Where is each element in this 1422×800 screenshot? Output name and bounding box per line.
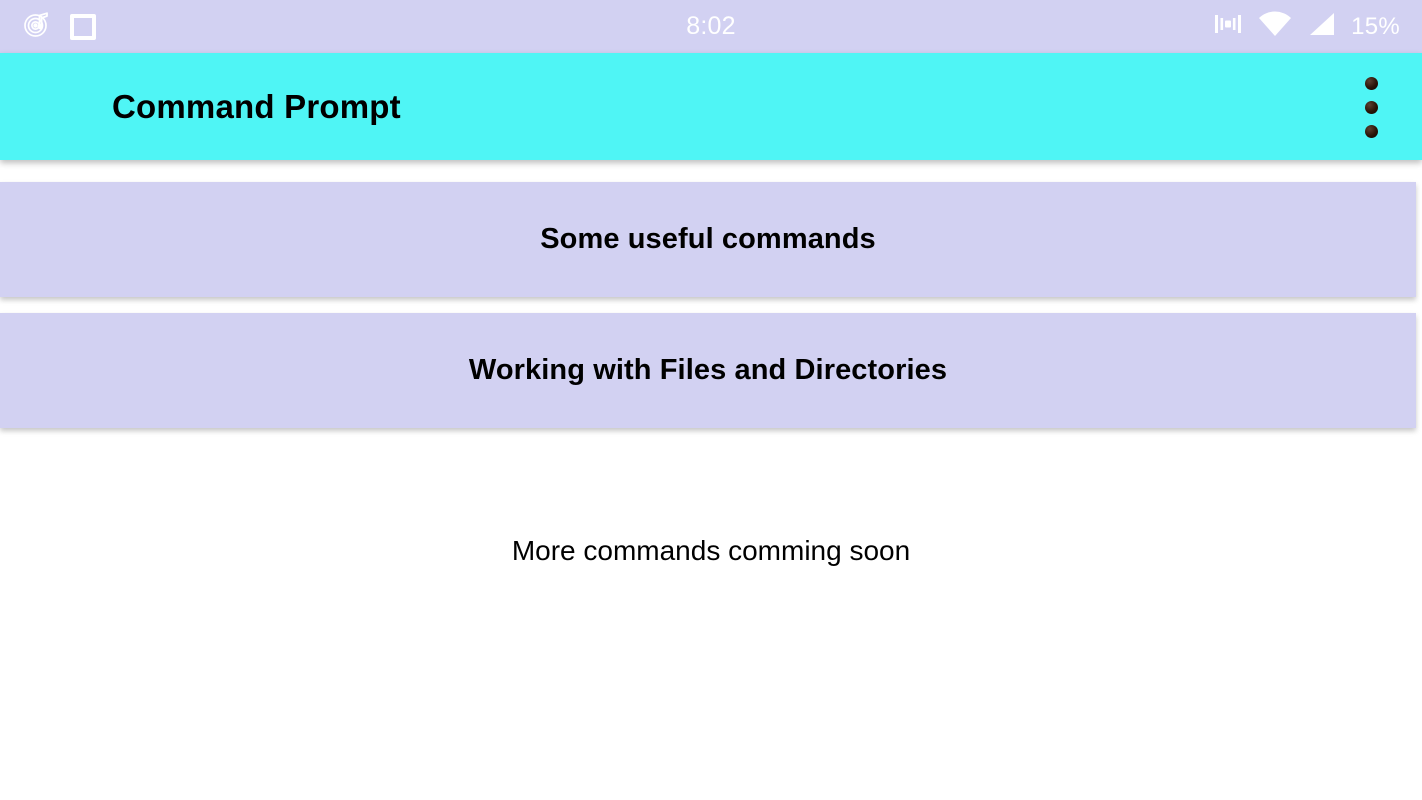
- battery-percentage: 15%: [1351, 12, 1400, 40]
- wifi-icon: [1257, 10, 1293, 43]
- app-bar: Command Prompt: [0, 53, 1422, 160]
- status-bar-left-icons: [22, 9, 96, 44]
- overflow-dot: [1365, 125, 1378, 138]
- square-icon: [70, 13, 96, 40]
- status-bar: 8:02 15%: [0, 0, 1422, 53]
- status-bar-clock: 8:02: [686, 12, 736, 40]
- vibrate-icon: [1213, 10, 1243, 43]
- main-content: Some useful commands Working with Files …: [0, 160, 1422, 800]
- cellular-signal-icon: [1307, 10, 1337, 43]
- coming-soon-note: More commands comming soon: [511, 535, 911, 566]
- status-bar-right-icons: 15%: [1213, 10, 1400, 43]
- music-record-icon: [22, 9, 52, 44]
- overflow-dot: [1365, 101, 1378, 114]
- overflow-dot: [1365, 77, 1378, 90]
- page-title: Command Prompt: [112, 87, 401, 125]
- overflow-menu-icon[interactable]: [1365, 77, 1378, 138]
- button-some-useful-commands[interactable]: Some useful commands: [0, 182, 1416, 297]
- button-working-with-files-and-directories[interactable]: Working with Files and Directories: [0, 313, 1416, 428]
